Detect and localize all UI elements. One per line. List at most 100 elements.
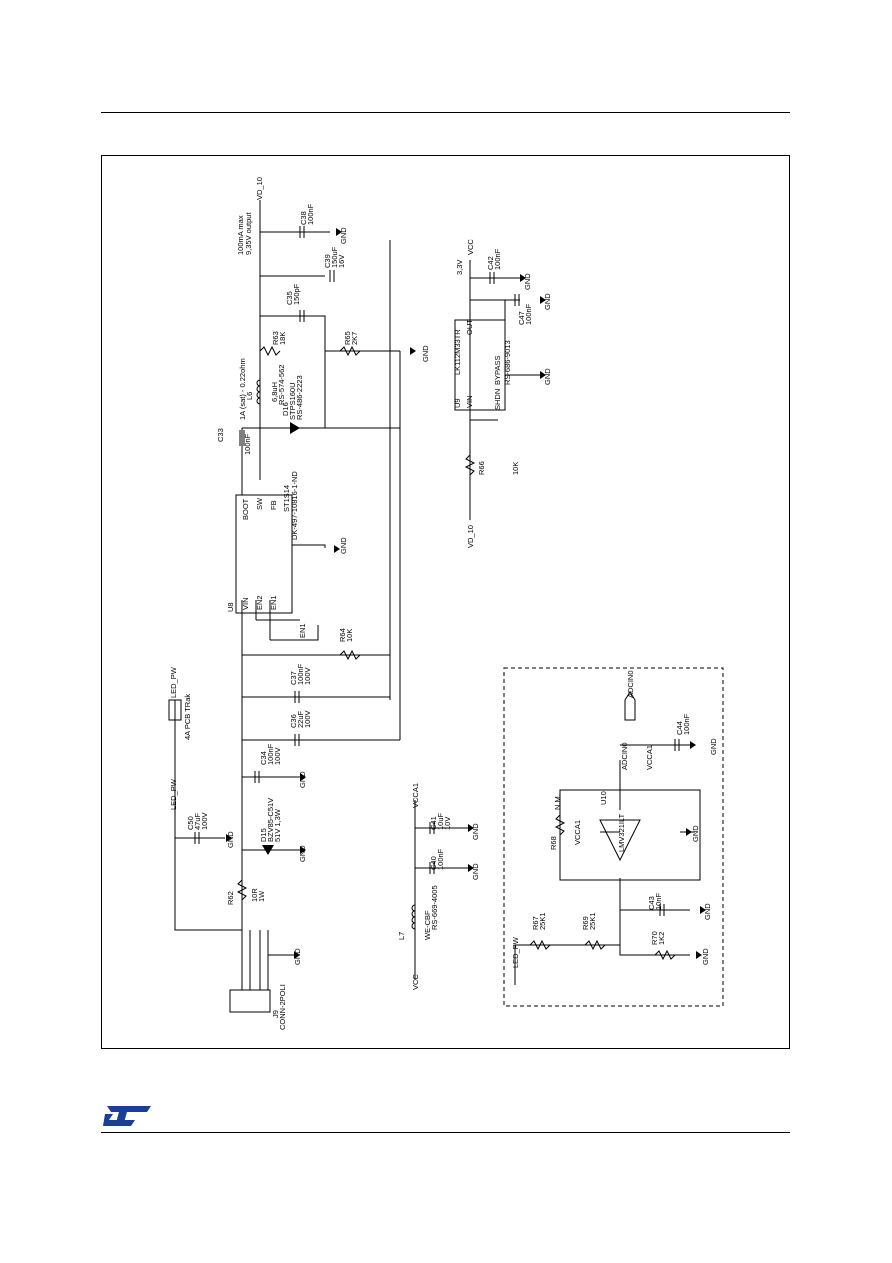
r67-ref: R67 (531, 916, 540, 930)
st-logo (103, 1106, 151, 1126)
u9-pin-vin: VIN (465, 395, 474, 408)
u8-part: ST1S14 (282, 485, 291, 512)
gnd-label: GND (226, 831, 235, 848)
c42-ref: C42 (486, 256, 495, 270)
c37-ref: C37 (289, 671, 298, 685)
c47-ref: C47 (517, 311, 526, 325)
l7-value: WE-CBF (423, 910, 432, 940)
net-led-pw-top: LED_PW (169, 666, 178, 698)
c39-ref: C39 (323, 254, 332, 268)
c39-voltage: 16V (337, 255, 346, 268)
u10-ref: U10 (599, 791, 608, 805)
c37-voltage: 100V (303, 667, 312, 685)
r65-value: 2K7 (350, 332, 359, 345)
pcb-trace-box (168, 699, 182, 721)
gnd-label: GND (339, 537, 348, 554)
r62-ref: R62 (226, 891, 235, 905)
ground-symbols (226, 228, 706, 959)
u8-pin-boot: BOOT (241, 498, 250, 520)
c44-ref: C44 (675, 721, 684, 735)
gnd-label: GND (523, 273, 532, 290)
adcin0-port-label: ADCIN0 (626, 670, 635, 698)
r64-ref: R64 (338, 628, 347, 642)
j9-value: CONN-2POLI (278, 984, 287, 1030)
gnd-label: GND (471, 823, 480, 840)
out-note-1: 100mA max (236, 215, 245, 255)
u8-pin-en2: EN2 (255, 595, 264, 610)
r68-nm: N.M. (553, 794, 562, 810)
l6-inductor-symbol (256, 379, 261, 405)
u8-pin-en1: EN1 (269, 595, 278, 610)
r70-value: 1K2 (657, 932, 666, 945)
j9-ref: J9 (271, 1010, 280, 1018)
net-vd10-top: VD_10 (255, 177, 264, 200)
r70-ref: R70 (650, 931, 659, 945)
header-rule (101, 112, 790, 113)
u8-order-ref: DK-497-10816-1-ND (290, 471, 299, 540)
d16-part: RS-486-2223 (295, 375, 304, 420)
gnd-label: GND (421, 345, 430, 362)
net-vcca1-right: VCCA1 (645, 745, 654, 770)
r63-ref: R63 (271, 331, 280, 345)
u8-pin-fb: FB (269, 500, 278, 510)
l6-note: 1A (sat) - 0.22ohm (238, 358, 247, 420)
r68-ref: R68 (549, 836, 558, 850)
adcin0-port-symbol (624, 691, 636, 721)
pcb-track-note: 4A PCB TRak (183, 694, 192, 740)
net-vcc-top: VCC (466, 239, 475, 255)
gnd-label: GND (339, 227, 348, 244)
gnd-label: GND (691, 825, 700, 842)
footer-rule (101, 1132, 790, 1133)
u9-ref: U9 (453, 398, 462, 408)
r66-ref: R66 (477, 461, 486, 475)
u8-pin-vin: VIN (241, 597, 250, 610)
d15-rating: 51V 1,3W (273, 808, 282, 842)
schematic-wires (174, 200, 701, 990)
d16-value: STPS160U (288, 382, 297, 420)
gnd-label: GND (701, 948, 710, 965)
gnd-label: GND (293, 948, 302, 965)
c36-voltage: 100V (303, 710, 312, 728)
u9-pin-out: OUT (465, 319, 474, 335)
d15-value: BZV85-C51V (266, 798, 275, 842)
c40-ref: C40 (429, 856, 438, 870)
c43-ref: C43 (647, 896, 656, 910)
out-note-2: 9,35V output (244, 212, 253, 255)
c47-value: 100nF (524, 303, 533, 325)
l7-part: RS-669-4005 (430, 885, 439, 930)
c34-value: 100nF (266, 743, 275, 765)
gnd-label: GND (471, 863, 480, 880)
u8-pin-sw: SW (255, 497, 264, 510)
gnd-label: GND (543, 293, 552, 310)
d16-diode-symbol (290, 422, 300, 434)
l6-value: 6,8uH (270, 382, 279, 402)
net-led-pw-mid: LED_PW (169, 778, 178, 810)
gnd-label: GND (709, 738, 718, 755)
net-adcin0: ADCIN0 (620, 742, 629, 770)
c41-ref: C41 (429, 816, 438, 830)
c43-value: 10nF (654, 892, 663, 910)
c38-value: 100nF (306, 203, 315, 225)
c34-ref: C34 (259, 751, 268, 765)
c50-ref: C50 (186, 816, 195, 830)
c40-value: 100nF (436, 848, 445, 870)
r67-value: 25K1 (538, 912, 547, 930)
c33-ref: C33 (216, 428, 225, 442)
c37-value: 100nF (296, 663, 305, 685)
net-vcca1-left: VCCA1 (411, 783, 420, 808)
r66-value: 10K (511, 462, 520, 475)
r69-ref: R69 (581, 916, 590, 930)
c35-value: 150pF (292, 283, 301, 305)
net-3v3: 3,3V (455, 260, 464, 275)
gnd-label: GND (298, 845, 307, 862)
u8-ref: U8 (226, 602, 235, 612)
c35-ref: C35 (285, 291, 294, 305)
u9-ic-body (454, 319, 506, 411)
u9-pin-bypass: BYPASS (493, 356, 502, 385)
c42-value: 100nF (493, 248, 502, 270)
component-labels: VD_10 100mA max 9,35V output C38 100nF G… (169, 177, 718, 1030)
net-vd10-bottom: VD_10 (466, 525, 475, 548)
c41-voltage: 10V (443, 817, 452, 830)
c33-value: 100nF (243, 433, 252, 455)
r62-value: 10R (250, 888, 259, 902)
